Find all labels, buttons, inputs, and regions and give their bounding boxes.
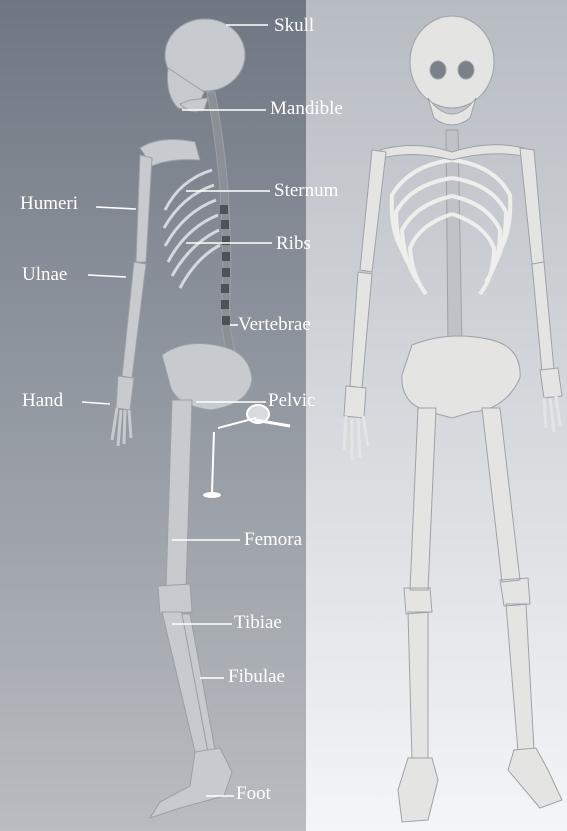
label-femora: Femora bbox=[244, 529, 303, 550]
label-fibulae: Fibulae bbox=[228, 666, 285, 687]
label-vertebrae: Vertebrae bbox=[238, 314, 311, 335]
label-mandible: Mandible bbox=[270, 98, 343, 119]
label-tibiae: Tibiae bbox=[234, 612, 282, 633]
label-hand: Hand bbox=[22, 390, 64, 411]
label-foot: Foot bbox=[236, 783, 272, 804]
side-knee bbox=[158, 584, 192, 614]
label-pelvic: Pelvic bbox=[268, 390, 316, 411]
label-skull: Skull bbox=[274, 15, 314, 36]
label-ulnae: Ulnae bbox=[22, 264, 67, 285]
label-humeri: Humeri bbox=[20, 193, 78, 214]
label-ribs: Ribs bbox=[276, 233, 311, 254]
label-sternum: Sternum bbox=[274, 180, 339, 201]
